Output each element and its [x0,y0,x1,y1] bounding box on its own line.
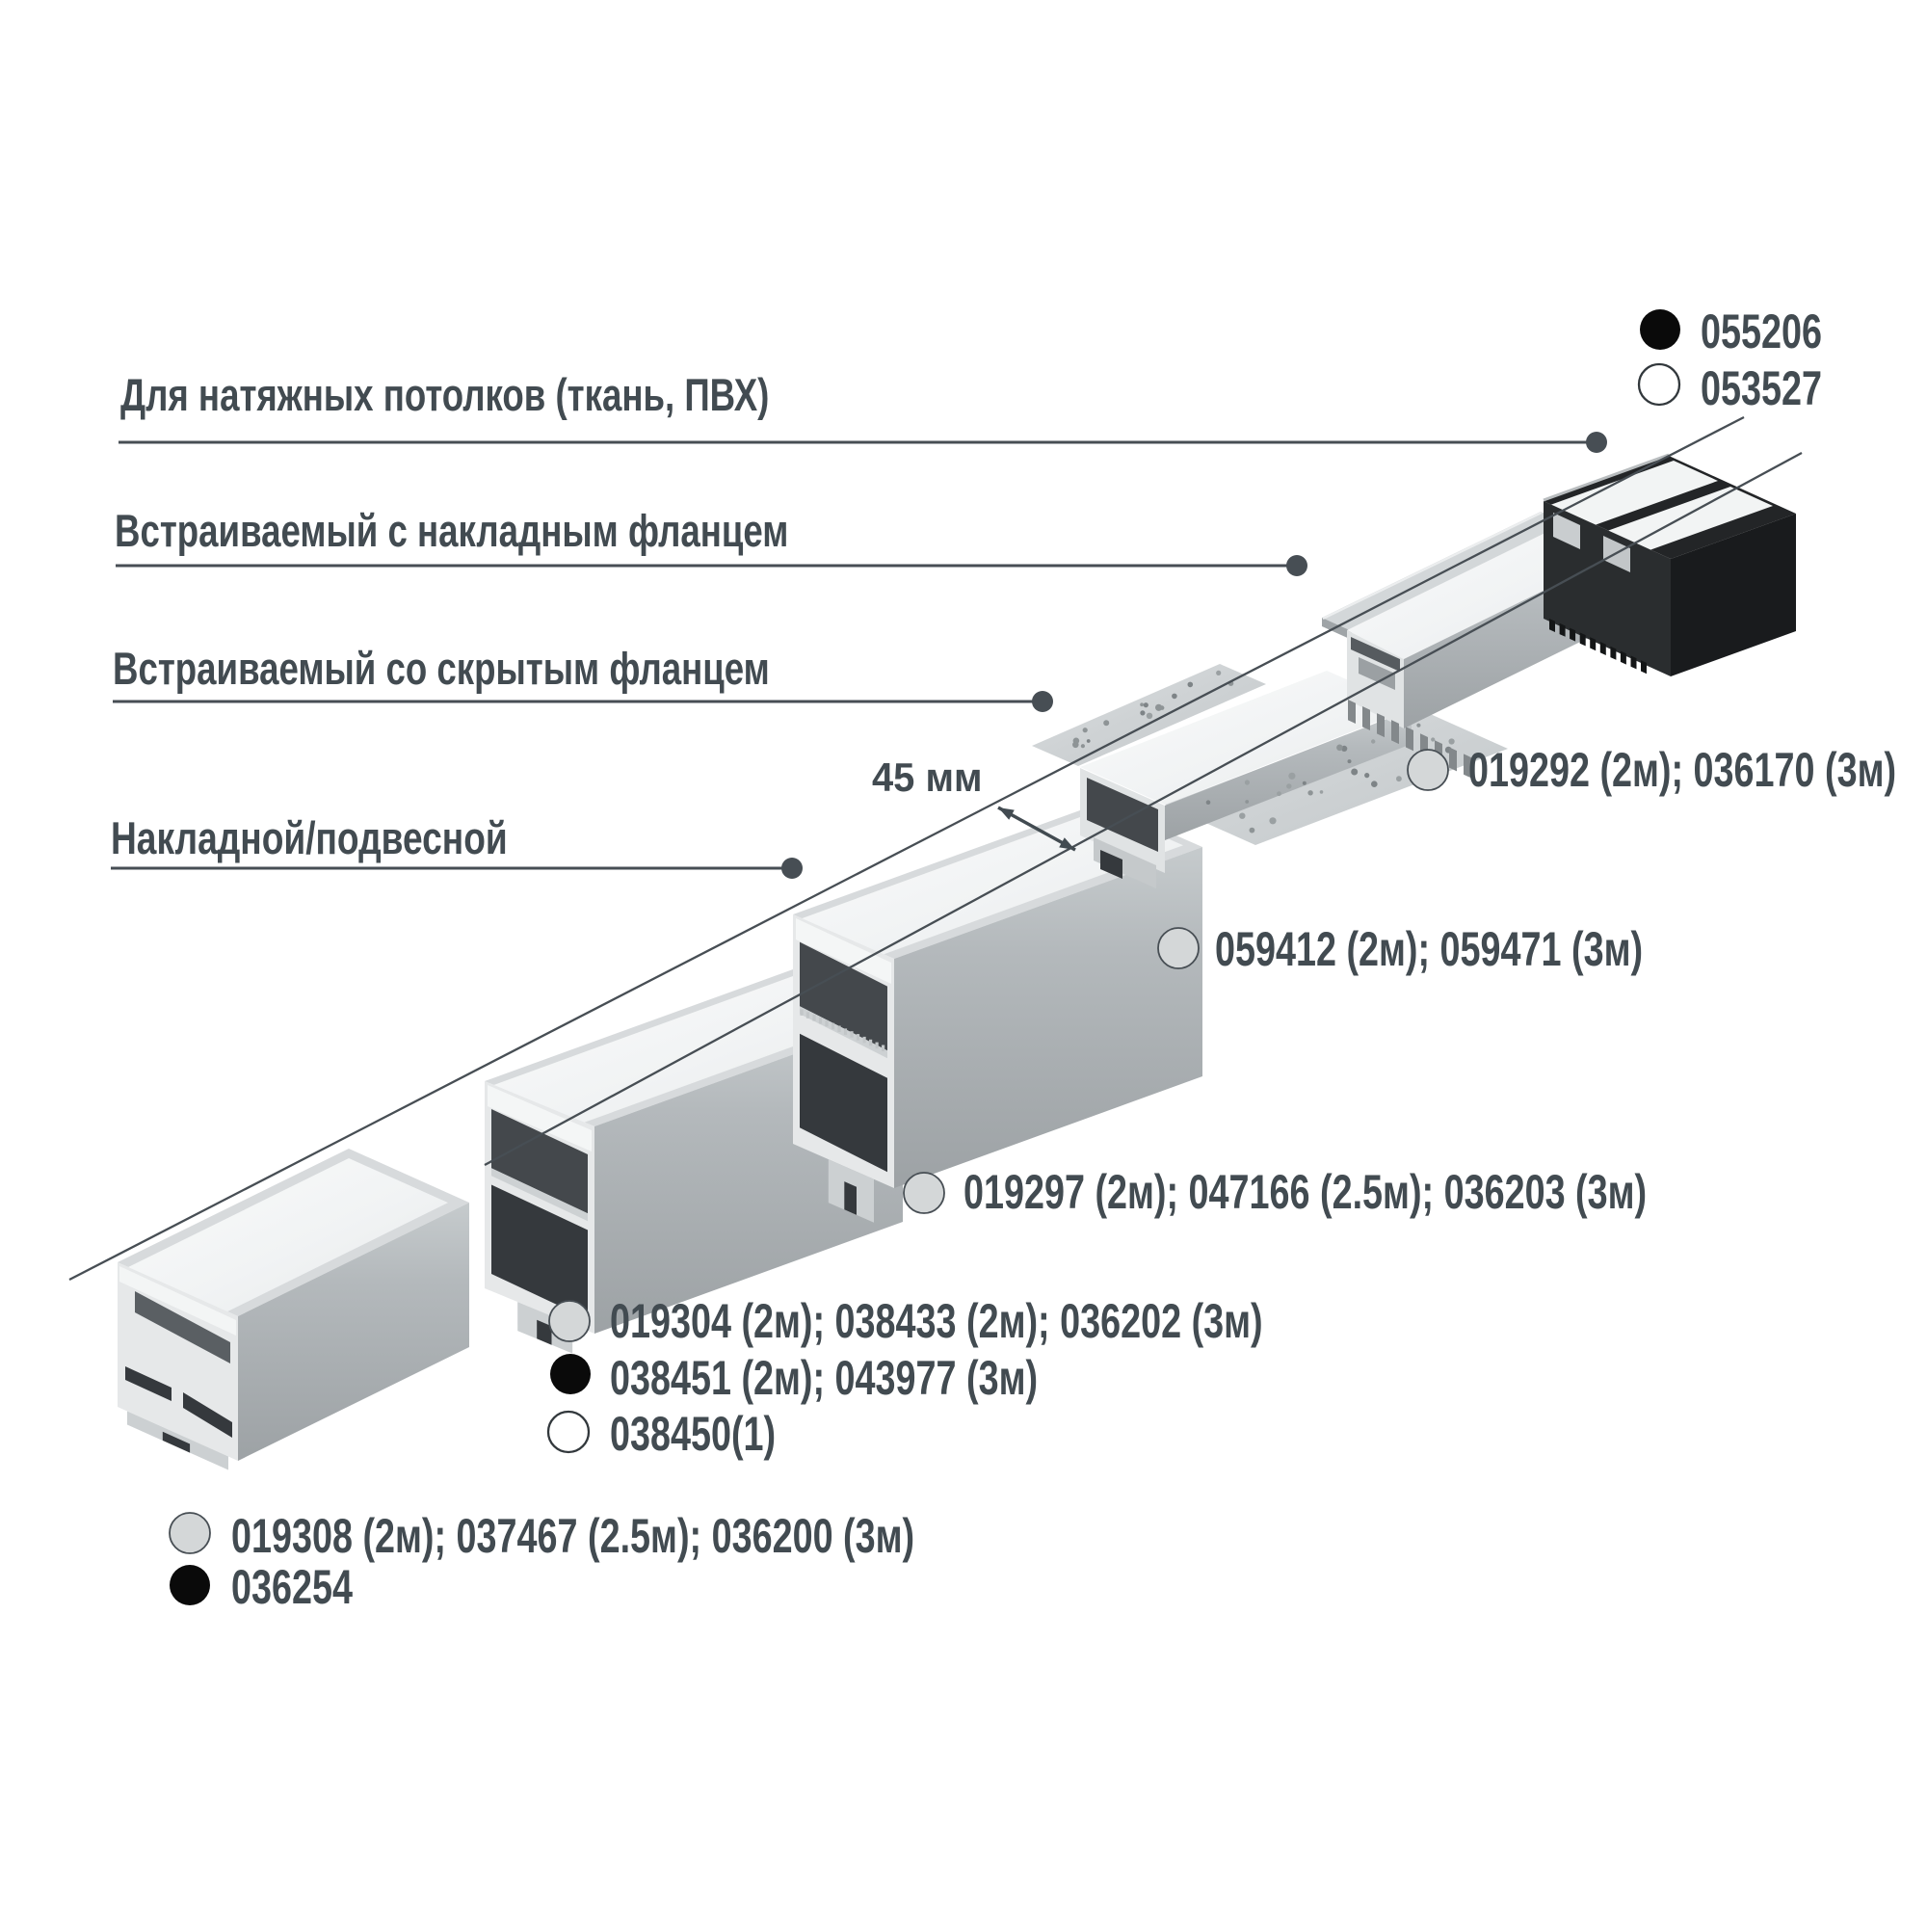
svg-text:053527: 053527 [1701,362,1822,415]
svg-text:055206: 055206 [1701,305,1822,358]
svg-text:Для натяжных потолков (ткань,: Для натяжных потолков (ткань, ПВХ) [120,370,769,420]
svg-text:036254: 036254 [231,1561,353,1614]
svg-text:059412 (2м); 059471 (3м): 059412 (2м); 059471 (3м) [1215,923,1643,976]
svg-text:45 мм: 45 мм [872,754,982,800]
svg-text:019308 (2м); 037467 (2.5м); 03: 019308 (2м); 037467 (2.5м); 036200 (3м) [231,1510,914,1563]
svg-text:019297 (2м); 047166 (2.5м); 03: 019297 (2м); 047166 (2.5м); 036203 (3м) [964,1166,1647,1219]
svg-text:Встраиваемый со скрытым фланце: Встраиваемый со скрытым фланцем [113,644,770,694]
svg-text:038451 (2м); 043977 (3м): 038451 (2м); 043977 (3м) [610,1352,1038,1405]
svg-text:Встраиваемый с накладным фланц: Встраиваемый с накладным фланцем [115,506,788,556]
svg-text:019304 (2м); 038433 (2м); 0362: 019304 (2м); 038433 (2м); 036202 (3м) [610,1295,1263,1348]
svg-text:038450(1): 038450(1) [610,1408,776,1461]
svg-text:019292 (2м); 036170 (3м): 019292 (2м); 036170 (3м) [1468,744,1896,797]
svg-text:Накладной/подвесной: Накладной/подвесной [111,813,508,863]
